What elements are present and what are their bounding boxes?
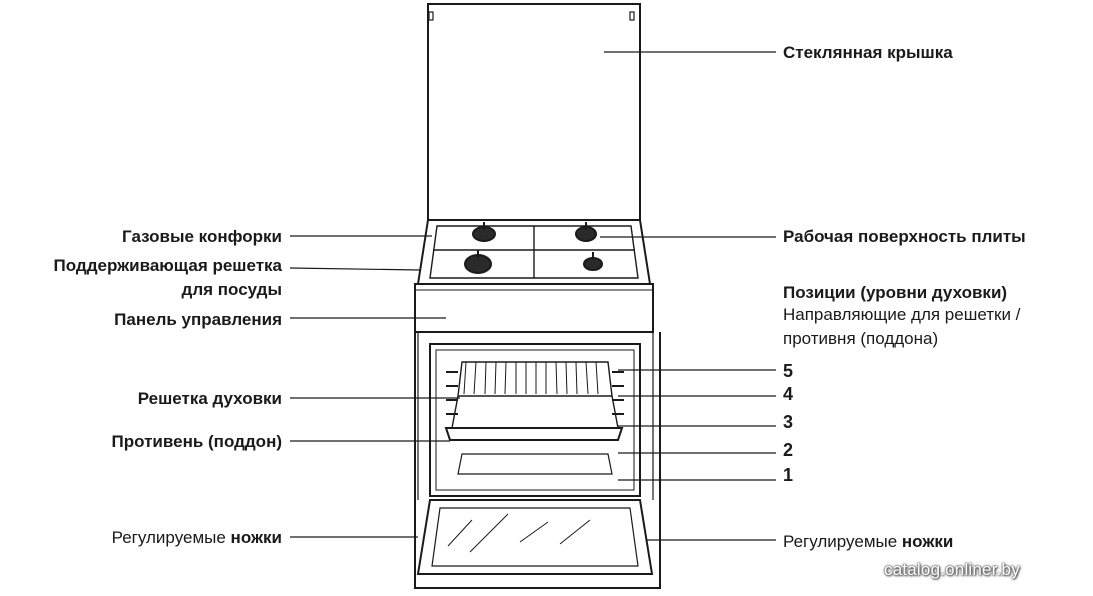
tray xyxy=(444,427,624,441)
label-glass-lid: Стеклянная крышка xyxy=(783,43,953,62)
feet-right-bold: ножки xyxy=(901,532,954,551)
level-3: 3 xyxy=(783,412,794,432)
level-2: 2 xyxy=(783,440,794,460)
feet-left-bold: ножки xyxy=(230,528,282,547)
oven-cavity xyxy=(429,343,641,497)
label-guides-line1: Направляющие для решетки / xyxy=(783,305,1021,324)
label-oven-rack: Решетка духовки xyxy=(137,389,282,408)
label-control-panel: Панель управления xyxy=(114,310,282,329)
label-feet-left: Регулируемые ножки xyxy=(0,527,282,548)
label-positions-title: Позиции (уровни духовки) xyxy=(783,283,1008,302)
feet-right-regular: Регулируемые xyxy=(783,532,902,551)
oven-door xyxy=(416,499,654,575)
label-hob: Рабочая поверхность плиты xyxy=(783,227,1026,246)
label-guides-line2: противня (поддона) xyxy=(783,329,939,348)
label-burners: Газовые конфорки xyxy=(122,227,282,246)
level-4: 4 xyxy=(783,384,794,404)
label-tray: Противень (поддон) xyxy=(111,432,282,451)
burner-icons xyxy=(464,222,603,274)
level-5: 5 xyxy=(783,361,794,381)
label-feet-right: Регулируемые ножки xyxy=(783,531,953,552)
level-1: 1 xyxy=(783,465,794,485)
feet-left-regular: Регулируемые xyxy=(111,528,231,547)
label-grid-line2: для посуды xyxy=(181,280,282,299)
label-grid-line1: Поддерживающая решетка xyxy=(53,256,282,275)
watermark: catalog.onliner.by xyxy=(884,560,1020,579)
control-panel xyxy=(414,283,654,333)
oven-rack xyxy=(457,361,613,397)
glass-lid xyxy=(427,3,641,220)
